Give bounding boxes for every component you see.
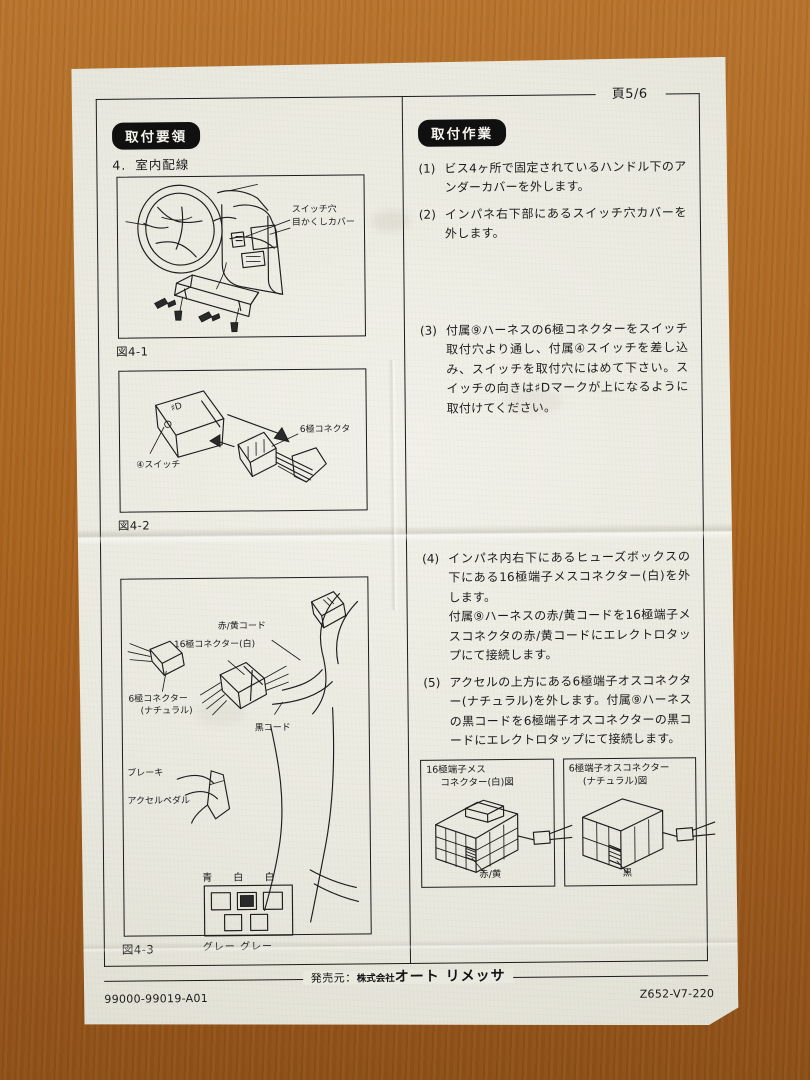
panel-6pole-male: 6極端子オスコネクター (ナチュラル)図 bbox=[563, 757, 698, 886]
label-16pole-connector-text: 16極コネクター(白) bbox=[174, 637, 255, 650]
step-number: (3) bbox=[419, 323, 438, 338]
step-text-main: インパネ内右下にあるヒューズボックスの下にある16極端子メスコネクター(白)を外… bbox=[448, 549, 691, 605]
corp-prefix: 株式会社 bbox=[356, 973, 395, 985]
badge-installation-outline: 取付要領 bbox=[112, 122, 200, 150]
steps-group-2: (3) 付属⑨ハーネスの6極コネクターをスイッチ取付穴より通し、付属④スイッチを… bbox=[420, 319, 689, 426]
step-text: インパネ右下部にあるスイッチ穴カバーを外します。 bbox=[444, 205, 687, 241]
step-item: (2) インパネ右下部にあるスイッチ穴カバーを外します。 bbox=[419, 203, 687, 244]
step-number: (4) bbox=[422, 551, 440, 566]
figure-4-2-caption: 図4-2 bbox=[117, 518, 151, 533]
label-switch-hole-line2: 目かくしカバー bbox=[292, 216, 355, 228]
step-item: (1) ビス4ヶ所で固定されているハンドル下のアンダーカバーを外します。 bbox=[418, 157, 686, 198]
badge-installation-work: 取付作業 bbox=[418, 119, 506, 147]
panel-wire-label: 赤/黄 bbox=[479, 869, 502, 881]
step-item: (3) 付属⑨ハーネスの6極コネクターをスイッチ取付穴より通し、付属④スイッチを… bbox=[420, 319, 689, 419]
panel-title: 16極端子メス コネクター(白)図 bbox=[426, 764, 549, 791]
steps-group-1: (1) ビス4ヶ所で固定されているハンドル下のアンダーカバーを外します。 (2)… bbox=[418, 157, 687, 251]
steps-group-3: (4) インパネ内右下にあるヒューズボックスの下にある16極端子メスコネクター(… bbox=[422, 547, 692, 758]
pin-bottom-labels: グレー グレー bbox=[202, 941, 274, 953]
figure-4-2-box: ♯D ④スイッチ bbox=[118, 368, 367, 512]
panel-title: 6極端子オスコネクター (ナチュラル)図 bbox=[569, 762, 692, 789]
label-brake: ブレーキ bbox=[127, 766, 163, 778]
pin-layout-drawing bbox=[202, 883, 297, 938]
brand-name: オート リメッサ bbox=[394, 968, 506, 986]
step-item: (5) アクセルの上方にある6極端子オスコネクター(ナチュラル)を外します。付属… bbox=[423, 671, 692, 751]
label-switch: ④スイッチ bbox=[136, 459, 180, 470]
label-6pole-connector: 6極コネクタ bbox=[300, 423, 350, 435]
step-item: (4) インパネ内右下にあるヒューズボックスの下にある16極端子メスコネクター(… bbox=[422, 547, 691, 666]
label-switch-hole-line1: スイッチ穴 bbox=[292, 203, 337, 215]
panel-16pole-drawing bbox=[421, 788, 554, 879]
figure-4-3-caption: 図4-3 bbox=[121, 942, 155, 957]
panel-title-line1: 6極端子オスコネクター bbox=[568, 762, 670, 775]
publisher-label: 発売元： bbox=[310, 971, 357, 985]
pin-layout-diagram: 青 白 白 グレー グレー bbox=[202, 868, 297, 953]
figure-4-3-box: 赤/黄コード 16極コネクター(白) 6極コネクター (ナチュラル) 黒コード … bbox=[120, 576, 371, 936]
label-switch-mark: ♯D bbox=[170, 401, 184, 414]
screw-icon bbox=[199, 312, 220, 322]
figure-4-2-drawing: ♯D ④スイッチ bbox=[119, 369, 366, 511]
step-number: (2) bbox=[418, 207, 436, 222]
figure-4-1-caption: 図4-1 bbox=[116, 344, 149, 359]
step-text-sub: 付属⑨ハーネスの赤/黄コードを16極端子メスコネクタの赤/黄コードにエレクトロタ… bbox=[448, 607, 691, 663]
section-number: 4. bbox=[112, 157, 127, 173]
step-text: ビス4ヶ所で固定されているハンドル下のアンダーカバーを外します。 bbox=[444, 159, 687, 196]
footer-right-code: Z652-V7-220 bbox=[639, 987, 715, 1001]
label-accel-pedal: アクセルペダル bbox=[127, 794, 190, 807]
figure-4-3-drawing: 赤/黄コード 16極コネクター(白) 6極コネクター (ナチュラル) 黒コード … bbox=[121, 577, 370, 935]
figure-4-1-box: スイッチ穴 目かくしカバー bbox=[116, 174, 366, 338]
step-number: (1) bbox=[418, 161, 436, 176]
publisher-line: 発売元：株式会社オート リメッサ bbox=[228, 964, 588, 987]
connector-panels: 16極端子メス コネクター(白)図 bbox=[420, 757, 697, 888]
step-text: インパネ内右下にあるヒューズボックスの下にある16極端子メスコネクター(白)を外… bbox=[448, 547, 691, 666]
panel-title-line1: 16極端子メス bbox=[426, 764, 486, 776]
step-number: (5) bbox=[423, 675, 441, 690]
panel-6pole-drawing bbox=[564, 786, 697, 877]
panel-wire-label: 黒 bbox=[622, 867, 633, 879]
printed-content: 頁5/6 取付要領 取付作業 4. 室内配線 bbox=[69, 57, 738, 1031]
section-title: 室内配線 bbox=[135, 157, 190, 173]
screw-icon bbox=[155, 298, 176, 308]
instruction-sheet-paper: 頁5/6 取付要領 取付作業 4. 室内配線 bbox=[69, 57, 738, 1031]
page-number: 頁5/6 bbox=[611, 86, 648, 102]
screw-icon bbox=[231, 323, 238, 332]
label-6pole-connector-line2: (ナチュラル) bbox=[141, 705, 193, 716]
label-red-yellow-cord: 赤/黄コード bbox=[218, 619, 266, 631]
screw-icon bbox=[175, 311, 182, 320]
step-text: 付属⑨ハーネスの6極コネクターをスイッチ取付穴より通し、付属④スイッチを差し込み… bbox=[445, 321, 689, 416]
footer-left-code: 99000-99019-A01 bbox=[104, 991, 209, 1006]
section-heading: 4. 室内配線 bbox=[112, 154, 189, 174]
step-text: アクセルの上方にある6極端子オスコネクター(ナチュラル)を外します。付属⑨ハーネ… bbox=[449, 672, 692, 748]
panel-16pole-female: 16極端子メス コネクター(白)図 bbox=[420, 759, 555, 888]
label-black-cord: 黒コード bbox=[255, 722, 291, 733]
label-6pole-connector-line1: 6極コネクター bbox=[128, 692, 187, 705]
pin-top-labels: 青 白 白 bbox=[202, 872, 284, 884]
figure-4-1-drawing: スイッチ穴 目かくしカバー bbox=[117, 175, 365, 337]
